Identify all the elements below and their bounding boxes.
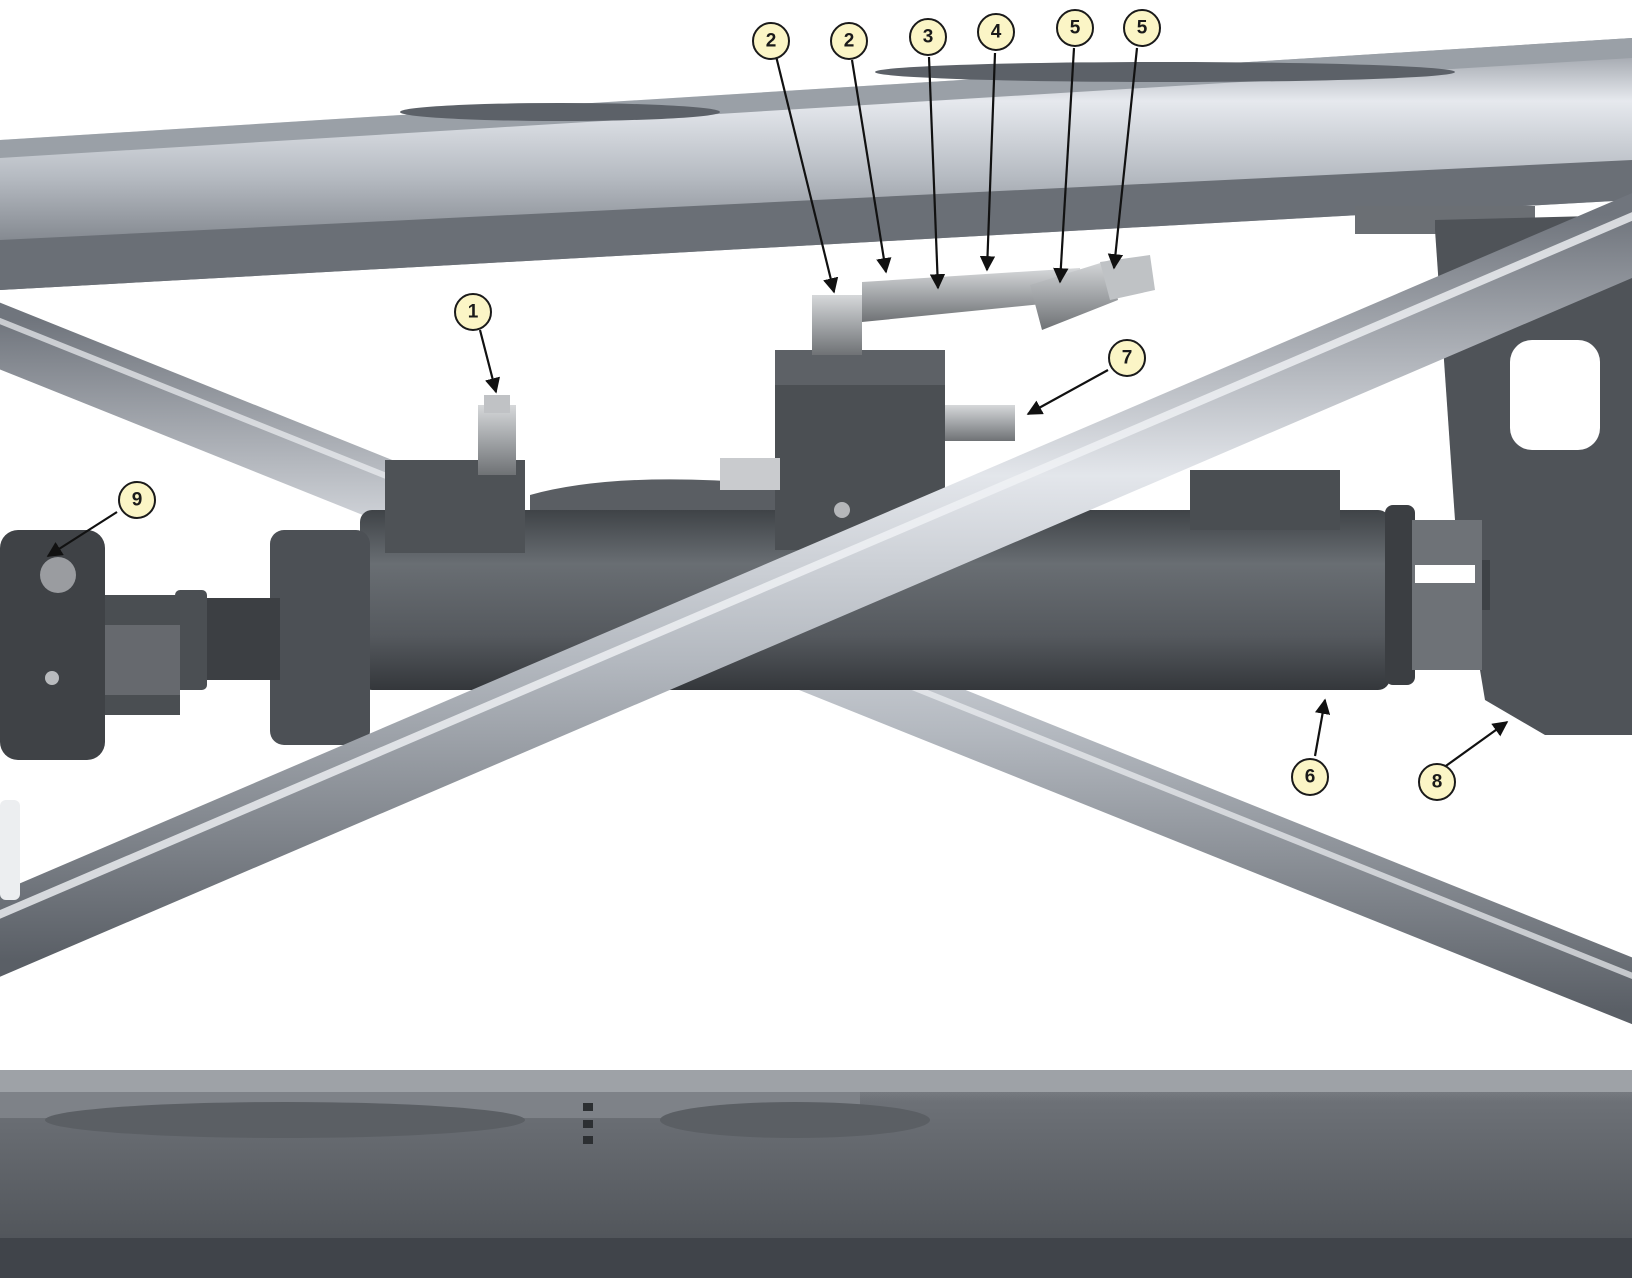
callout-3: 3 (909, 18, 947, 56)
callout-9: 9 (118, 481, 156, 519)
callout-1: 1 (454, 293, 492, 331)
leader-lines (46, 47, 1509, 769)
callout-5a: 5 (1056, 9, 1094, 47)
leader-5b (1107, 47, 1139, 270)
base-rail (0, 1070, 1632, 1278)
leader-8 (1442, 721, 1509, 769)
callout-3-label: 3 (923, 27, 934, 48)
callout-1-label: 1 (468, 302, 479, 323)
callout-2a-label: 2 (766, 31, 777, 52)
callout-4-label: 4 (991, 22, 1002, 43)
leader-4 (979, 52, 997, 272)
callout-5b-label: 5 (1137, 18, 1148, 39)
leader-5a (1053, 47, 1076, 284)
callout-5a-label: 5 (1070, 18, 1081, 39)
side-plate (0, 800, 20, 900)
callout-6-label: 6 (1305, 767, 1316, 788)
port-block-small (385, 395, 525, 553)
rod-end-clevis (0, 530, 280, 760)
pivot-bracket (1355, 206, 1632, 735)
leader-6 (1313, 698, 1331, 757)
leader-2a (774, 55, 839, 294)
callout-2a: 2 (752, 22, 790, 60)
top-rail (0, 38, 1632, 290)
leader-2b (850, 59, 892, 274)
callout-8: 8 (1418, 763, 1456, 801)
callout-5b: 5 (1123, 9, 1161, 47)
callout-7: 7 (1108, 339, 1146, 377)
callout-7-label: 7 (1122, 348, 1133, 369)
callout-4: 4 (977, 13, 1015, 51)
callout-8-label: 8 (1432, 772, 1443, 793)
leader-3 (927, 56, 946, 290)
callout-2b: 2 (830, 22, 868, 60)
leader-1 (478, 329, 500, 394)
callout-9-label: 9 (132, 490, 143, 511)
callout-6: 6 (1291, 758, 1329, 796)
leader-7 (1026, 369, 1109, 415)
callout-2b-label: 2 (844, 31, 855, 52)
front-scissor-tube (0, 193, 1632, 977)
leader-9 (46, 511, 118, 557)
